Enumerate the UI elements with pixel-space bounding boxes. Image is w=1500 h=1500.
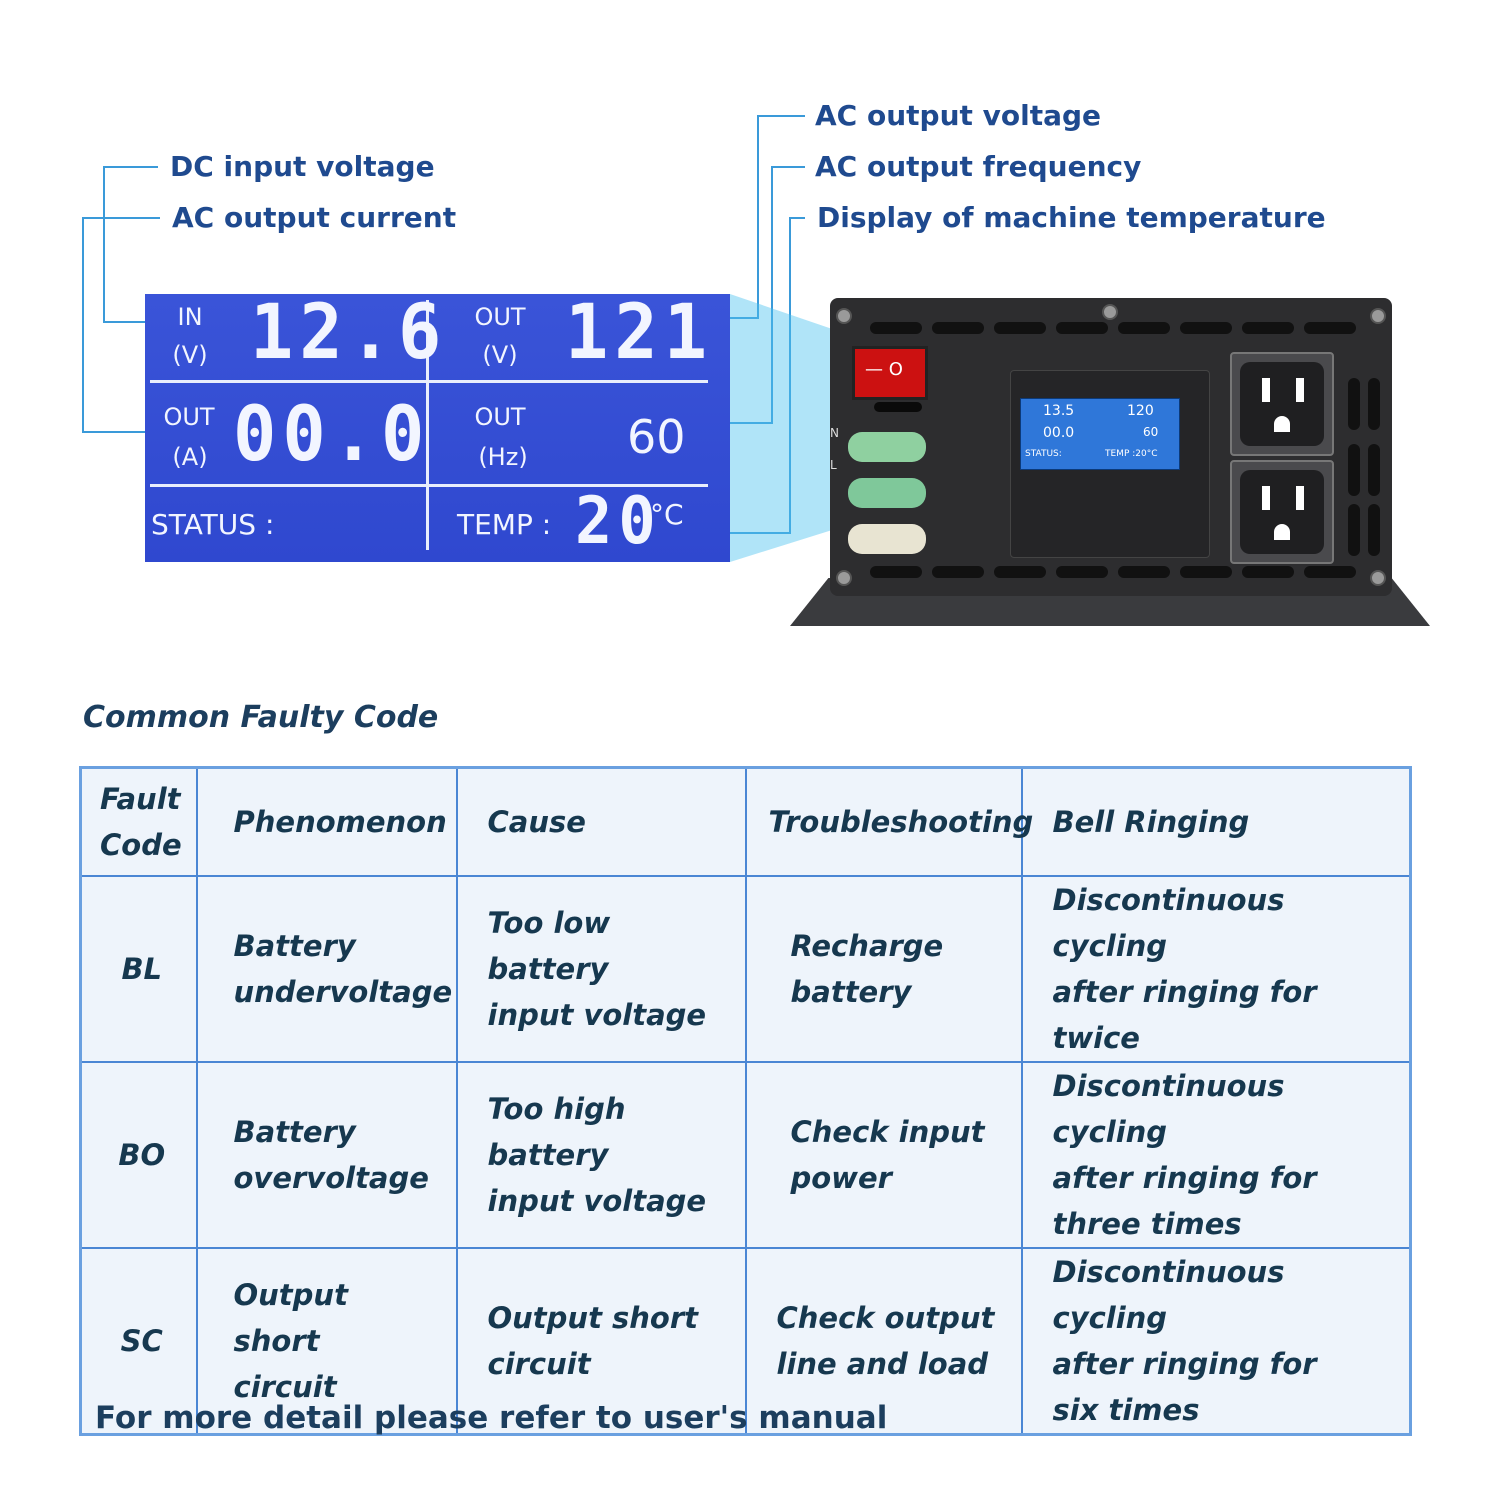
device-body: — O N L 13.5 120 00.0 60 STATUS: TEMP :2…	[830, 298, 1392, 596]
header-phenomenon: Phenomenon	[195, 766, 458, 877]
lcd-out-v-value: 121	[565, 287, 714, 377]
cell-troubleshooting: Recharge battery	[744, 874, 1023, 1063]
power-switch[interactable]: — O	[852, 346, 928, 400]
header-bell-ringing: Bell Ringing	[1020, 766, 1412, 877]
cell-troubleshooting: Check input power	[744, 1060, 1023, 1249]
callout-dc-input-voltage: DC input voltage	[170, 150, 435, 183]
vent-slot	[1118, 322, 1170, 334]
header-troubleshooting: Troubleshooting	[744, 766, 1033, 877]
cell-cause: Too low battery input voltage	[455, 874, 747, 1063]
vent-slot	[1368, 504, 1380, 556]
lcd-in-unit: (V)	[172, 341, 208, 369]
vent-slot	[1348, 378, 1360, 430]
table-row: SC Output short circuit Output short cir…	[79, 1246, 1412, 1435]
vent-slot	[1056, 566, 1108, 578]
vent-slot	[1242, 322, 1294, 334]
lcd-temp-label: TEMP :	[457, 508, 552, 541]
cell-phenomenon: Battery undervoltage	[195, 874, 458, 1063]
mini-out-v-value: 120	[1127, 403, 1154, 419]
inverter-device: — O N L 13.5 120 00.0 60 STATUS: TEMP :2…	[790, 298, 1430, 633]
lcd-divider	[426, 300, 429, 550]
vent-slot	[1304, 322, 1356, 334]
screw-icon	[836, 308, 852, 324]
vent-slot	[1368, 444, 1380, 496]
device-mini-lcd: 13.5 120 00.0 60 STATUS: TEMP :20°C	[1020, 398, 1180, 470]
lcd-out-a-value: 00.0	[233, 389, 431, 479]
mini-hz-value: 60	[1143, 425, 1159, 439]
vent-slot	[1180, 322, 1232, 334]
screw-icon	[836, 570, 852, 586]
lcd-temp-value: 20	[575, 482, 662, 559]
cell-cause: Too high battery input voltage	[455, 1060, 747, 1249]
cell-cause: Output short circuit	[455, 1246, 747, 1435]
cell-fault-code: BL	[79, 874, 198, 1063]
lcd-out-hz-unit: (Hz)	[478, 443, 528, 471]
table-title: Common Faulty Code	[83, 700, 439, 735]
mini-in-value: 13.5	[1043, 403, 1075, 419]
fault-code-table: Fault Code Phenomenon Cause Troubleshoot…	[79, 766, 1412, 1436]
footer-note: For more detail please refer to user's m…	[95, 1400, 888, 1436]
lcd-out-v-label: OUT	[474, 303, 526, 331]
cell-fault-code: SC	[79, 1246, 198, 1435]
callout-ac-output-current: AC output current	[172, 201, 457, 234]
lcd-display: IN (V) 12.6 OUT (V) 121 OUT (A) 00.0 OUT…	[145, 288, 730, 562]
lcd-divider	[150, 484, 708, 487]
cell-bell-ringing: Discontinuous cycling after ringing for …	[1020, 874, 1412, 1063]
vent-slot	[932, 566, 984, 578]
cell-fault-code: BO	[79, 1060, 198, 1249]
callout-ac-output-voltage: AC output voltage	[815, 99, 1102, 132]
vent-slot	[1056, 322, 1108, 334]
indicator-slot	[874, 402, 922, 412]
table-row: BL Battery undervoltage Too low battery …	[79, 874, 1412, 1063]
screw-icon	[1370, 570, 1386, 586]
lcd-out-hz-value: 60	[627, 410, 686, 464]
cell-troubleshooting: Check output line and load	[744, 1246, 1023, 1435]
mini-temp-label: TEMP :20°C	[1105, 449, 1158, 459]
lcd-in-value: 12.6	[250, 287, 448, 377]
vent-slot	[932, 322, 984, 334]
screw-icon	[1370, 308, 1386, 324]
vent-slot	[870, 322, 922, 334]
terminal-l-label: L	[830, 458, 837, 472]
lcd-divider	[150, 380, 708, 383]
lcd-status-label: STATUS :	[151, 508, 275, 541]
mini-out-a-value: 00.0	[1043, 425, 1075, 441]
lcd-out-v-unit: (V)	[482, 341, 518, 369]
terminal-n	[848, 432, 926, 462]
power-switch-label: — O	[865, 359, 903, 380]
vent-slot	[1304, 566, 1356, 578]
lcd-temp-unit: °C	[650, 498, 684, 531]
cell-phenomenon: Battery overvoltage	[195, 1060, 458, 1249]
vent-slot	[1180, 566, 1232, 578]
lcd-in-label: IN	[177, 303, 203, 331]
terminal-l	[848, 478, 926, 508]
vent-slot	[1348, 504, 1360, 556]
terminal-n-label: N	[830, 426, 839, 440]
cell-bell-ringing: Discontinuous cycling after ringing for …	[1020, 1060, 1412, 1249]
terminal-ground	[848, 524, 926, 554]
table-header-row: Fault Code Phenomenon Cause Troubleshoot…	[79, 766, 1412, 877]
vent-slot	[1118, 566, 1170, 578]
vent-slot	[994, 322, 1046, 334]
ac-outlet	[1230, 352, 1334, 456]
callout-ac-output-frequency: AC output frequency	[815, 150, 1142, 183]
vent-slot	[994, 566, 1046, 578]
cell-phenomenon: Output short circuit	[195, 1246, 458, 1435]
callout-machine-temperature: Display of machine temperature	[817, 201, 1326, 234]
cell-bell-ringing: Discontinuous cycling after ringing for …	[1020, 1246, 1412, 1435]
mini-status-label: STATUS:	[1025, 449, 1062, 459]
lcd-out-a-label: OUT	[163, 403, 215, 431]
header-cause: Cause	[455, 766, 747, 877]
ac-outlet	[1230, 460, 1334, 564]
lcd-out-a-unit: (A)	[172, 443, 208, 471]
vent-slot	[1242, 566, 1294, 578]
vent-slot	[1368, 378, 1380, 430]
screw-icon	[1102, 304, 1118, 320]
lcd-out-hz-label: OUT	[474, 403, 526, 431]
vent-slot	[1348, 444, 1360, 496]
vent-slot	[870, 566, 922, 578]
table-row: BO Battery overvoltage Too high battery …	[79, 1060, 1412, 1249]
header-fault-code: Fault Code	[79, 766, 198, 877]
